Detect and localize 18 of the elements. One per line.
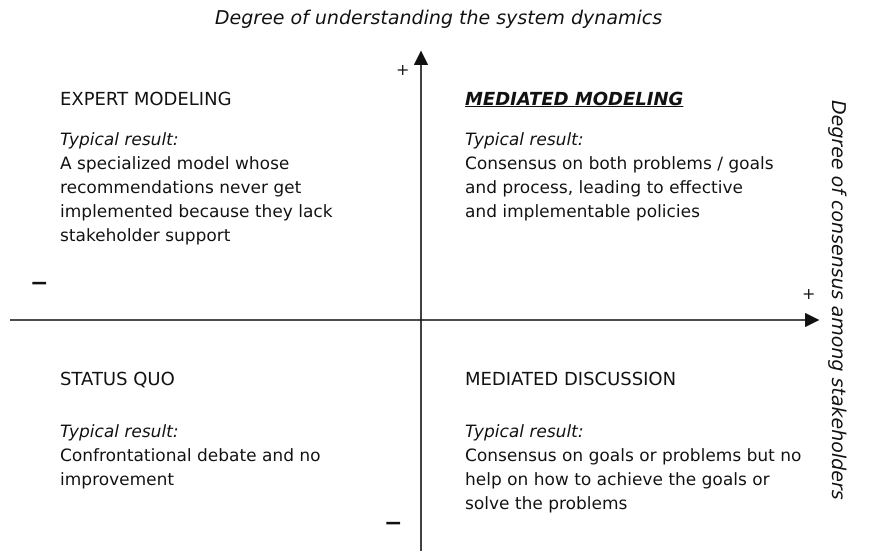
quadrant-heading: MEDIATED DISCUSSION (465, 368, 676, 392)
quadrant-heading: EXPERT MODELING (60, 88, 232, 112)
result-text: Confrontational debate and no improvement (60, 445, 322, 492)
axis-sign: + (396, 59, 410, 81)
result-label: Typical result: (60, 129, 179, 152)
quadrant-heading: STATUS QUO (60, 368, 175, 392)
result-text: A specialized model whose recommendations never get implemented because they lack stakeholder support (60, 153, 334, 248)
axis-title: Degree of consensus among stakeholders (826, 98, 850, 502)
axis-title: Degree of understanding the system dynamics (214, 6, 662, 30)
result-text: Consensus on goals or problems but no help on how to achieve the goals or solve the problems (465, 445, 802, 516)
result-text: Consensus on both problems / goals and process, leading to effective and implementable policies (465, 153, 775, 224)
result-label: Typical result: (60, 421, 179, 444)
result-label: Typical result: (465, 129, 584, 152)
result-label: Typical result: (465, 421, 584, 444)
axis-sign: − (384, 512, 402, 536)
quadrant-heading: MEDIATED MODELING (465, 88, 684, 112)
axis-sign: + (802, 283, 816, 305)
axis-sign: − (30, 272, 48, 296)
